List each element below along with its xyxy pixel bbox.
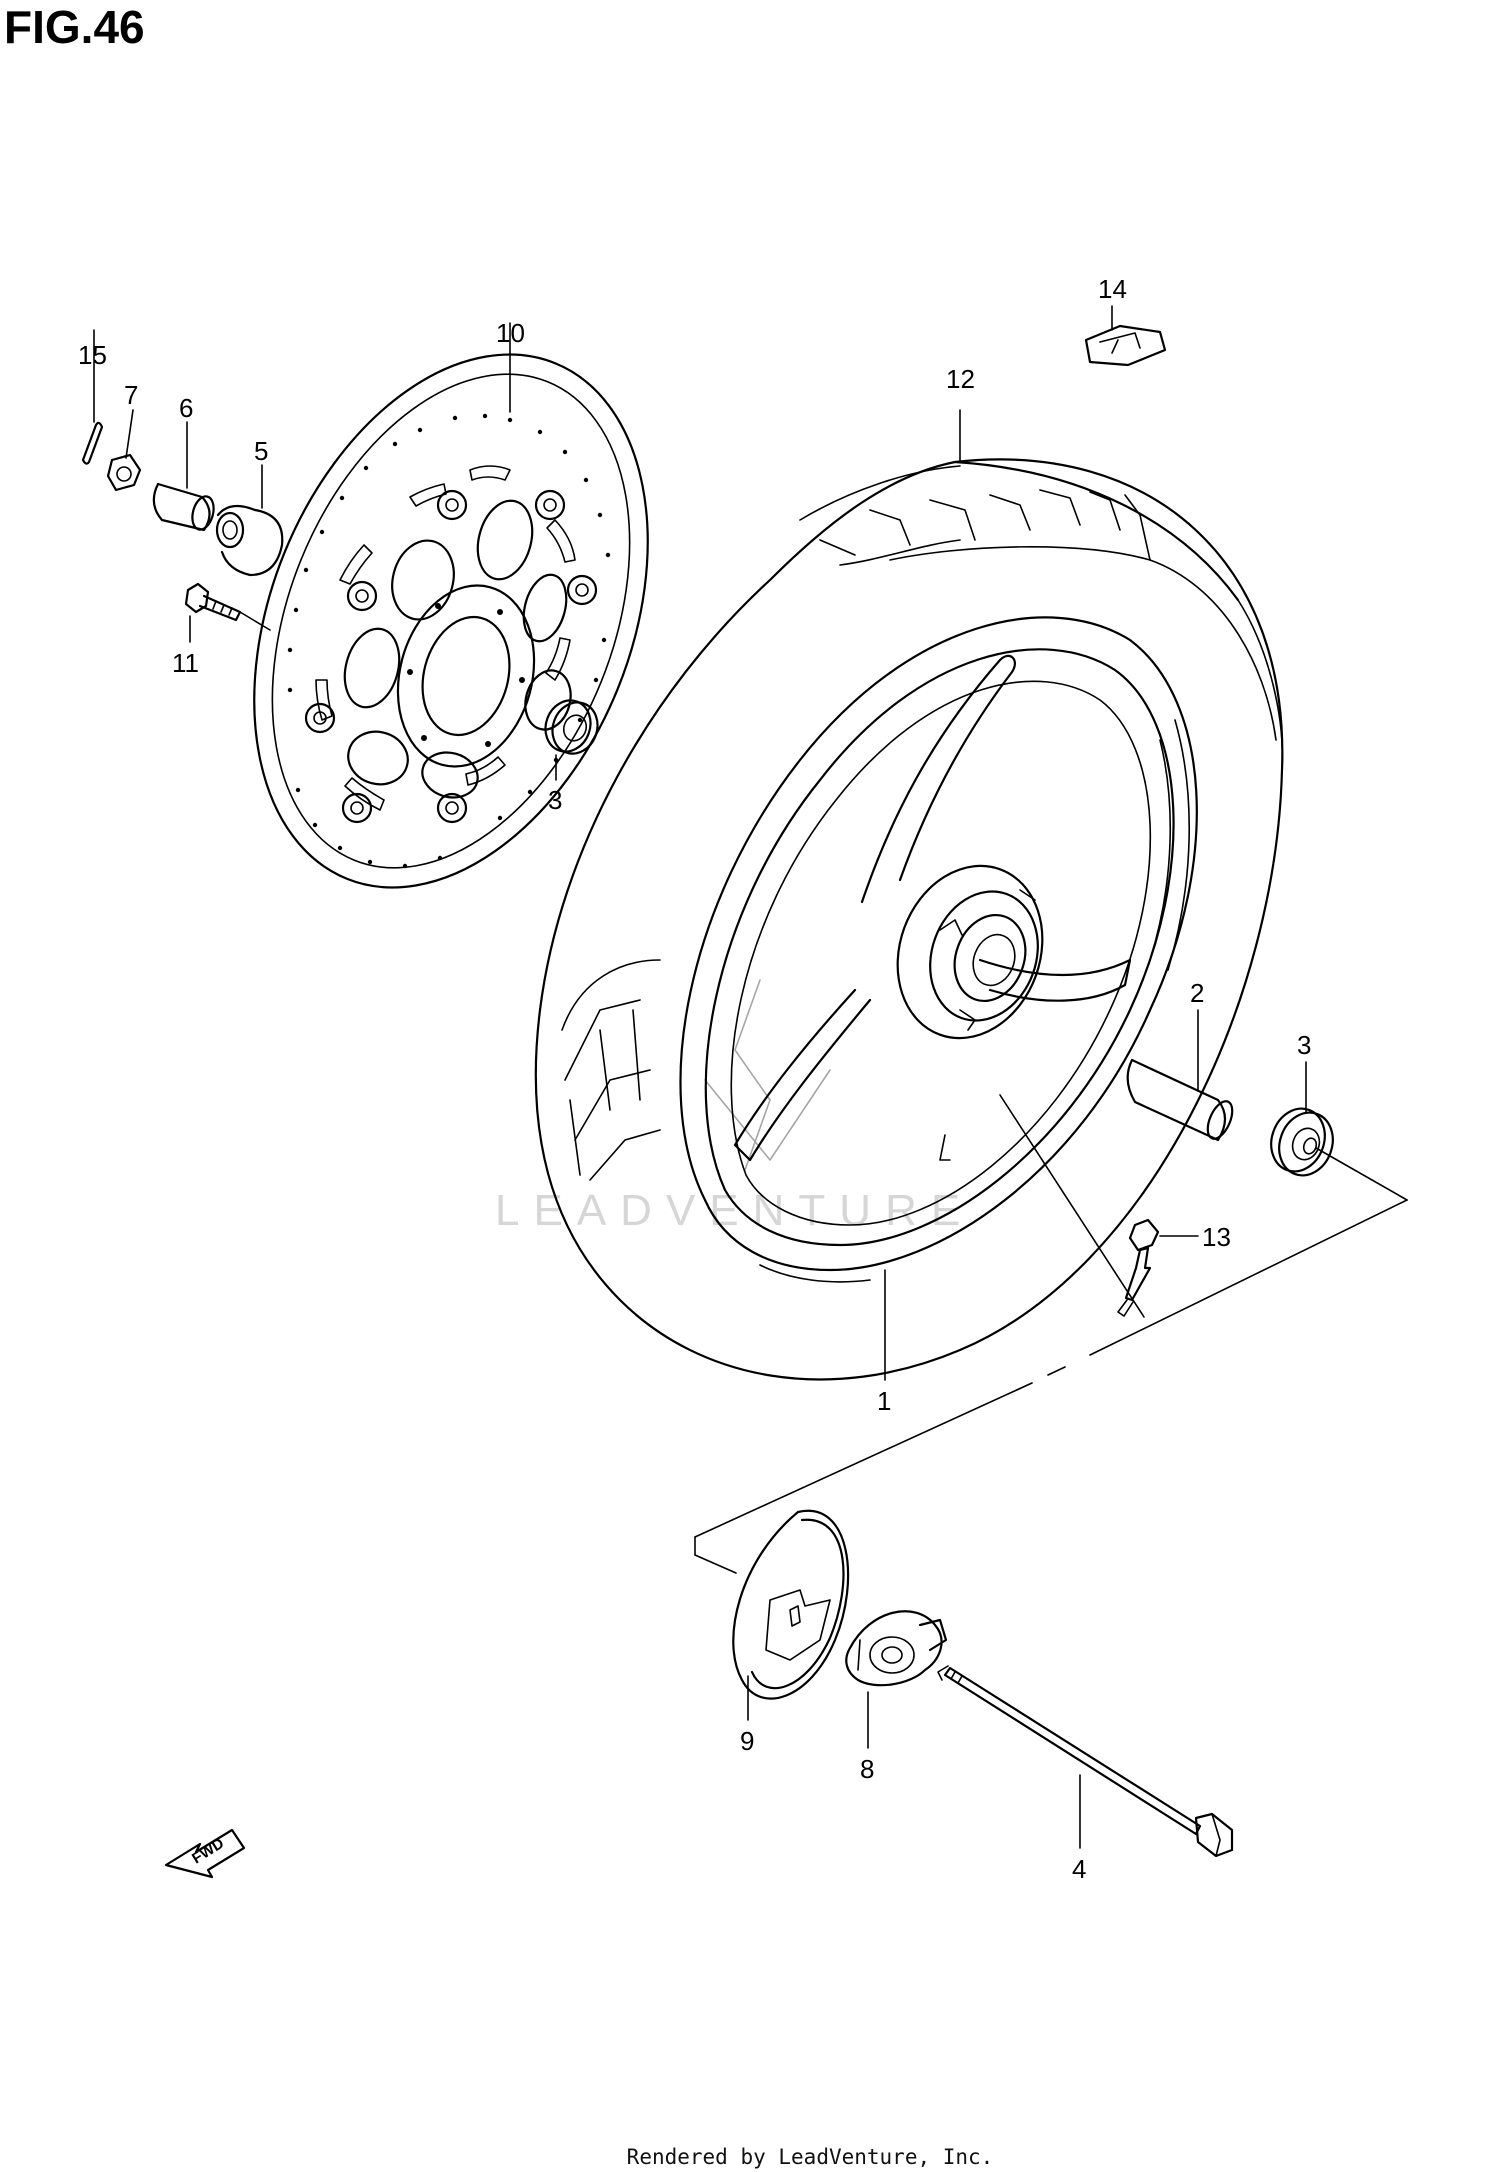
footer-text: Rendered by LeadVenture, Inc.	[626, 2145, 994, 2169]
callout-7: 7	[124, 380, 138, 410]
part-12-tire	[534, 458, 1284, 1381]
callout-14: 14	[1098, 274, 1127, 304]
part-14-balance-weight	[1084, 324, 1167, 367]
part-9-cover-plate	[732, 1509, 850, 1700]
part-3-bearing-right	[1270, 1107, 1334, 1177]
part-11-bolt	[184, 582, 271, 631]
part-5-collar	[215, 504, 284, 577]
part-13-valve	[1117, 1218, 1160, 1317]
part-8-gearbox	[845, 1610, 948, 1687]
callout-11: 11	[172, 648, 199, 678]
figure-title: FIG.46	[4, 1, 145, 53]
part-6-spacer	[152, 482, 215, 532]
part-10-brake-disc	[253, 353, 649, 889]
callout-8: 8	[860, 1754, 874, 1784]
callout-3-right: 3	[1297, 1030, 1311, 1060]
part-7-nut	[106, 453, 142, 492]
callout-6: 6	[179, 393, 193, 423]
fwd-arrow-icon: FWD	[164, 1828, 246, 1879]
callout-4: 4	[1072, 1854, 1086, 1884]
callout-12: 12	[946, 364, 975, 394]
callout-9: 9	[740, 1726, 754, 1756]
callout-15: 15	[78, 340, 107, 370]
callout-labels: 15 7 6 5 10 11 3 12 14 2 3 13 1 9 8 4	[78, 274, 1311, 1884]
assembly-centerline	[694, 1094, 1408, 1574]
callout-13: 13	[1202, 1222, 1231, 1252]
watermark-logo	[704, 979, 831, 1171]
part-3-bearing-left	[544, 699, 599, 755]
leader-7	[125, 409, 134, 459]
part-1-wheel	[679, 616, 1198, 1283]
callout-1: 1	[877, 1386, 891, 1416]
callout-3-left: 3	[548, 785, 562, 815]
footer-credit: Rendered by LeadVenture, Inc.	[0, 2145, 1500, 2169]
part-2-spacer	[1126, 1058, 1234, 1142]
part-4-axle	[937, 1665, 1234, 1858]
part-15-cotter-pin	[81, 421, 104, 465]
callout-10: 10	[496, 318, 525, 348]
callout-2: 2	[1190, 978, 1204, 1008]
watermark-text: LEADVENTURE	[495, 1186, 974, 1235]
callout-5: 5	[254, 436, 268, 466]
